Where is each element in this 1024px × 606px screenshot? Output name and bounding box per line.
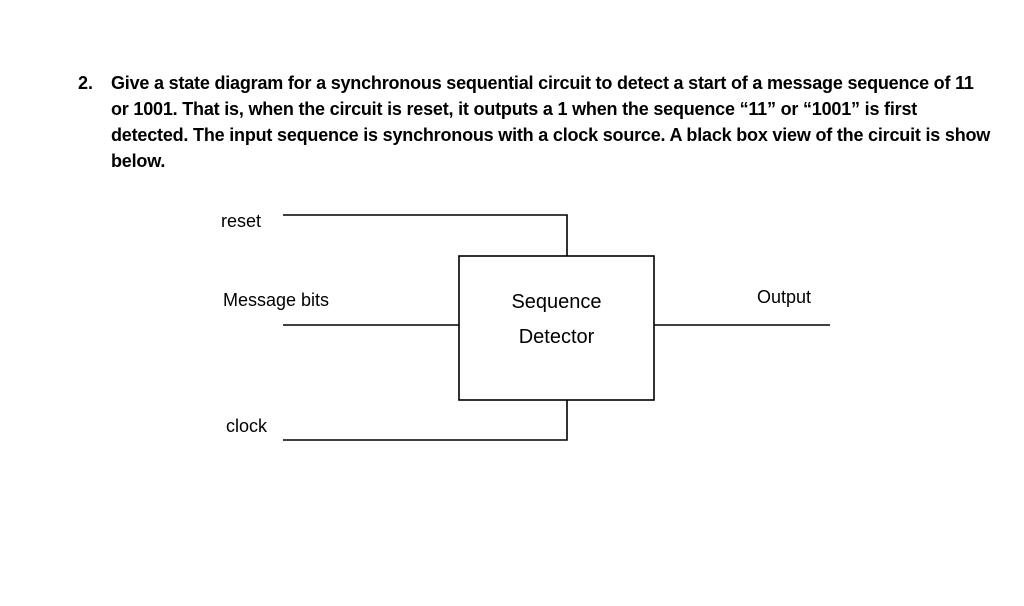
clock-wire [283, 400, 568, 441]
reset-label: reset [221, 211, 262, 231]
question-number: 2. [78, 73, 94, 93]
clock-label: clock [226, 416, 268, 436]
output-label: Output [757, 287, 812, 307]
message-bits-label: Message bits [223, 290, 330, 310]
reset-wire [283, 214, 568, 256]
box-label-line1: Sequence [511, 291, 602, 313]
question-text: Give a state diagram for a synchronous s… [111, 73, 991, 171]
box-label-line2: Detector [518, 326, 595, 348]
